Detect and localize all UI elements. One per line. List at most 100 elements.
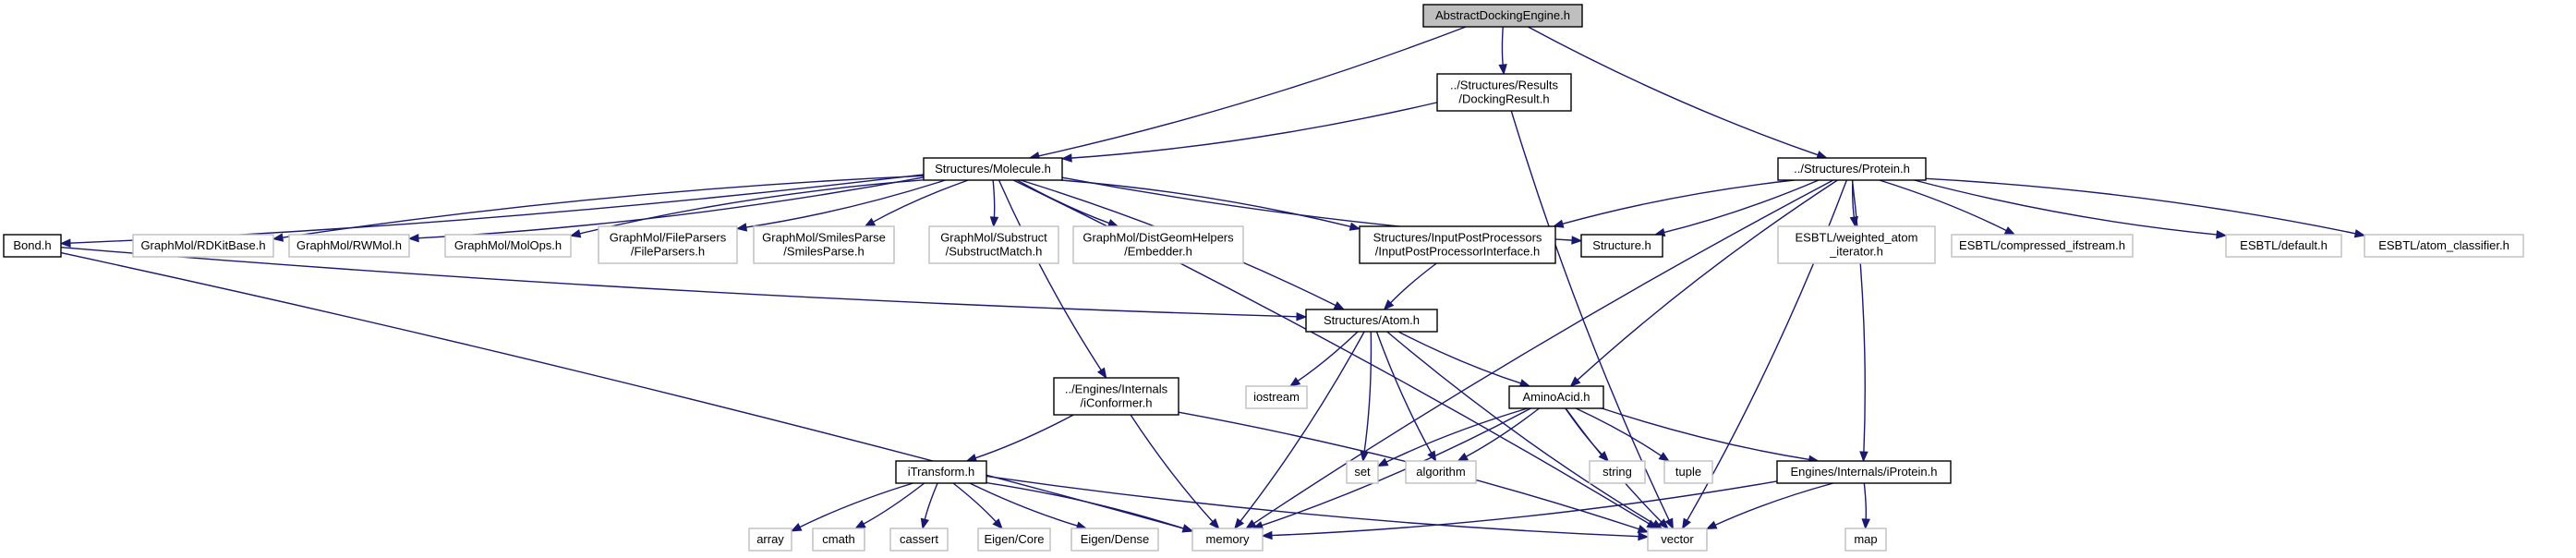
edge-molecule-to-fileparsers <box>735 179 946 232</box>
node-graphmol-substruct-substructmatch-h: GraphMol/Substruct/SubstructMatch.h <box>928 225 1059 264</box>
node-box <box>1951 234 2134 258</box>
edge-line <box>1363 331 1373 454</box>
node-algorithm: algorithm <box>1405 460 1477 484</box>
node-box <box>895 460 987 484</box>
node-box <box>132 234 274 258</box>
edge-molecule-to-smilesparse <box>864 179 969 227</box>
node-box <box>1580 234 1663 258</box>
edge-line <box>1914 179 2219 236</box>
node-structures-inputpostprocessors-inputpostprocessorinterface-h[interactable]: Structures/InputPostProcessors/InputPost… <box>1359 225 1556 264</box>
edge-arrowhead <box>989 216 999 228</box>
node-label: iTransform.h <box>908 465 974 479</box>
node-cmath: cmath <box>812 528 865 552</box>
edge-line <box>986 481 1185 529</box>
node-box <box>812 528 865 552</box>
edge-iprotein-to-map <box>1861 482 1870 530</box>
edge-root-to-protein <box>1527 26 1828 160</box>
edge-arrowhead <box>1552 219 1565 228</box>
node-set: set <box>1346 460 1379 484</box>
edge-line <box>992 179 996 219</box>
edge-arrowhead <box>1569 376 1581 387</box>
node-structure-h[interactable]: Structure.h <box>1580 234 1663 258</box>
node-esbtl-weighted-atom-iterator-h: ESBTL/weighted_atom_iterator.h <box>1777 225 1936 264</box>
edge-arrowhead <box>1637 525 1650 534</box>
node-box <box>977 528 1051 552</box>
node-label: tuple <box>1675 465 1701 479</box>
node-bond-h[interactable]: Bond.h <box>3 234 62 258</box>
node-box <box>1647 528 1708 552</box>
node-label: /Embedder.h <box>1124 245 1192 259</box>
edge-iprotein-to-vector <box>1705 482 1833 529</box>
edge-itransform-to-array <box>790 482 913 532</box>
node-memory: memory <box>1191 528 1264 552</box>
edge-arrowhead <box>1658 452 1670 462</box>
edge-line <box>974 414 1074 459</box>
edge-protein-to-memory <box>1245 179 1834 529</box>
edge-iconformer-to-itransform <box>965 414 1074 463</box>
edge-line <box>924 482 938 521</box>
edge-line <box>1385 407 1529 464</box>
node-box <box>1422 4 1583 28</box>
edge-atom-to-aminoacid <box>1397 331 1531 388</box>
edge-arrowhead <box>1333 301 1346 310</box>
edge-aminoacid-to-algorithm <box>1457 407 1540 462</box>
node-graphmol-rdkitbase-h: GraphMol/RDKitBase.h <box>132 234 274 258</box>
node-engines-internals-iprotein-h[interactable]: Engines/Internals/iProtein.h <box>1776 460 1952 484</box>
edge-line <box>1925 177 2357 235</box>
edge-line <box>281 175 925 238</box>
node-box <box>1305 309 1438 333</box>
edge-line <box>1037 26 1467 157</box>
node-label: /InputPostProcessorInterface.h <box>1375 245 1540 259</box>
node-box <box>444 234 572 258</box>
edge-line <box>1261 407 1531 527</box>
edge-arrowhead <box>1296 311 1308 321</box>
node-structures-results-dockingresult-h[interactable]: ../Structures/Results/DockingResult.h <box>1436 73 1572 112</box>
edge-arrowhead <box>1360 450 1369 463</box>
edge-arrowhead <box>1261 530 1273 540</box>
node-box <box>1663 460 1713 484</box>
edge-line <box>986 475 1640 538</box>
node-box <box>1359 225 1556 264</box>
edge-protein-to-atomclass <box>1925 177 2366 238</box>
node-box <box>1053 377 1179 416</box>
edge-arrowhead <box>920 517 930 530</box>
node-abstractdockingengine-h[interactable]: AbstractDockingEngine.h <box>1422 4 1583 28</box>
node-label: /DockingResult.h <box>1458 92 1549 106</box>
node-structures-molecule-h[interactable]: Structures/Molecule.h <box>923 157 1063 181</box>
node-structures-atom-h[interactable]: Structures/Atom.h <box>1305 309 1438 333</box>
node-graphmol-smilesparse-smilesparse-h: GraphMol/SmilesParse/SmilesParse.h <box>753 225 895 264</box>
node-label: AbstractDockingEngine.h <box>1435 8 1570 22</box>
edge-molecule-to-substruct <box>989 179 999 228</box>
node-box <box>1191 528 1264 552</box>
node-itransform-h[interactable]: iTransform.h <box>895 460 987 484</box>
node-tuple: tuple <box>1663 460 1713 484</box>
node-aminoacid-h[interactable]: AminoAcid.h <box>1508 385 1604 409</box>
edge-line <box>744 179 946 228</box>
edge-arrowhead <box>1658 518 1669 529</box>
edge-line <box>1375 331 1433 455</box>
edge-arrowhead <box>2003 226 2016 236</box>
edge-line <box>1465 407 1540 458</box>
edge-itransform-to-eigencore <box>952 482 1003 529</box>
edge-line <box>1270 480 1778 537</box>
edge-arrowhead <box>854 519 866 529</box>
node-label: ../Structures/Protein.h <box>1794 162 1910 176</box>
node-structures-protein-h[interactable]: ../Structures/Protein.h <box>1777 157 1927 181</box>
edge-iconformer-to-memory <box>1130 414 1220 529</box>
node-box <box>1070 528 1159 552</box>
node-box <box>2364 234 2524 258</box>
edge-arrowhead <box>272 233 284 242</box>
node-label: /FileParsers.h <box>631 245 705 259</box>
node-cassert: cassert <box>889 528 949 552</box>
edge-protein-to-default <box>1914 179 2228 239</box>
node-label: Bond.h <box>13 238 51 252</box>
edge-line <box>60 251 1185 529</box>
node-box <box>1072 225 1244 264</box>
edge-line <box>1252 179 1834 525</box>
edges-layer <box>59 26 2366 541</box>
node-label: memory <box>1206 532 1250 546</box>
node-engines-internals-iconformer-h[interactable]: ../Engines/Internals/iConformer.h <box>1053 377 1179 416</box>
node-string: string <box>1589 460 1646 484</box>
edge-arrowhead <box>1181 524 1194 533</box>
node-map: map <box>1844 528 1887 552</box>
